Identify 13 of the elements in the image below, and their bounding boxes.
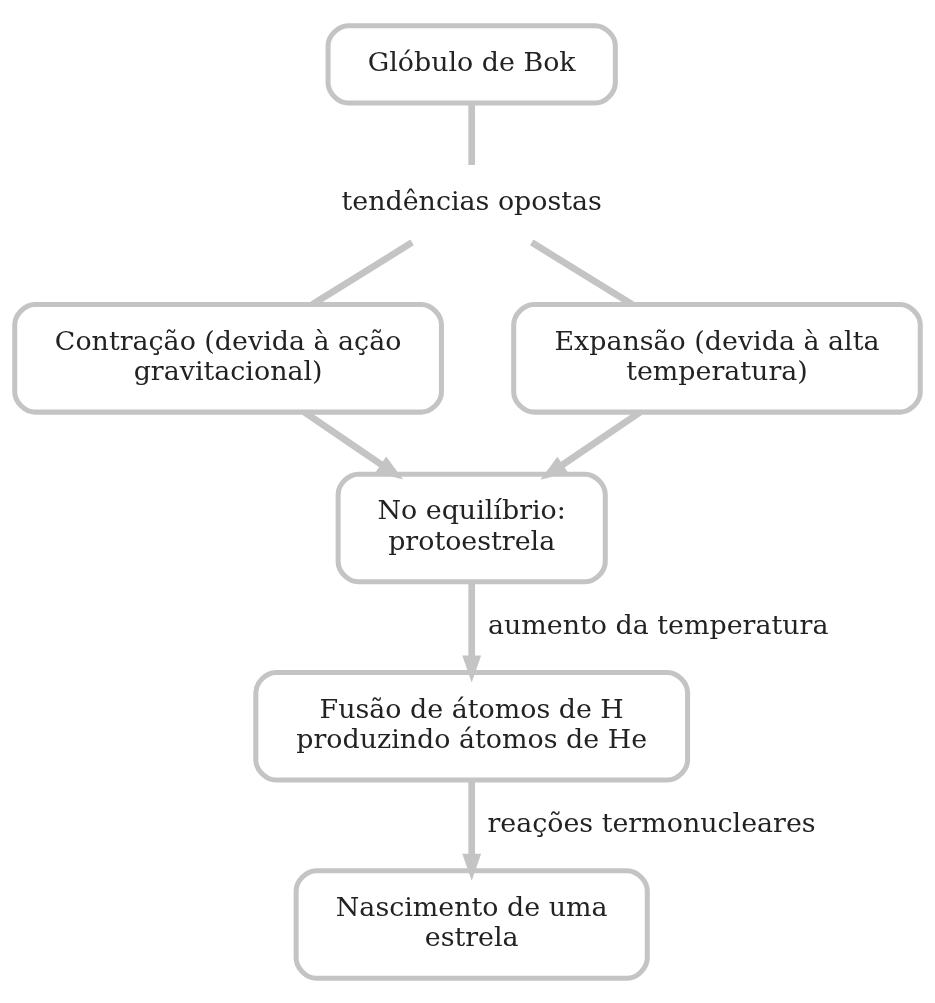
arrow bbox=[462, 779, 482, 881]
node-box: Glóbulo de Bok bbox=[325, 22, 618, 105]
node-box: Nascimento de uma estrela bbox=[293, 867, 650, 981]
node-box: Expansão (devida à alta temperatura) bbox=[511, 301, 923, 415]
node-box: Fusão de átomos de H produzindo átomos de He bbox=[253, 669, 691, 783]
connector bbox=[468, 102, 476, 165]
edge-label: aumento da temperatura bbox=[488, 608, 829, 640]
node-box: Contração (devida à ação gravitacional) bbox=[12, 301, 444, 415]
node-text: tendências opostas bbox=[341, 184, 602, 216]
arrow bbox=[462, 581, 482, 682]
edge-label: reações termonucleares bbox=[487, 806, 816, 838]
node-box: No equilíbrio: protoestrela bbox=[335, 471, 608, 584]
arrow bbox=[302, 408, 404, 480]
